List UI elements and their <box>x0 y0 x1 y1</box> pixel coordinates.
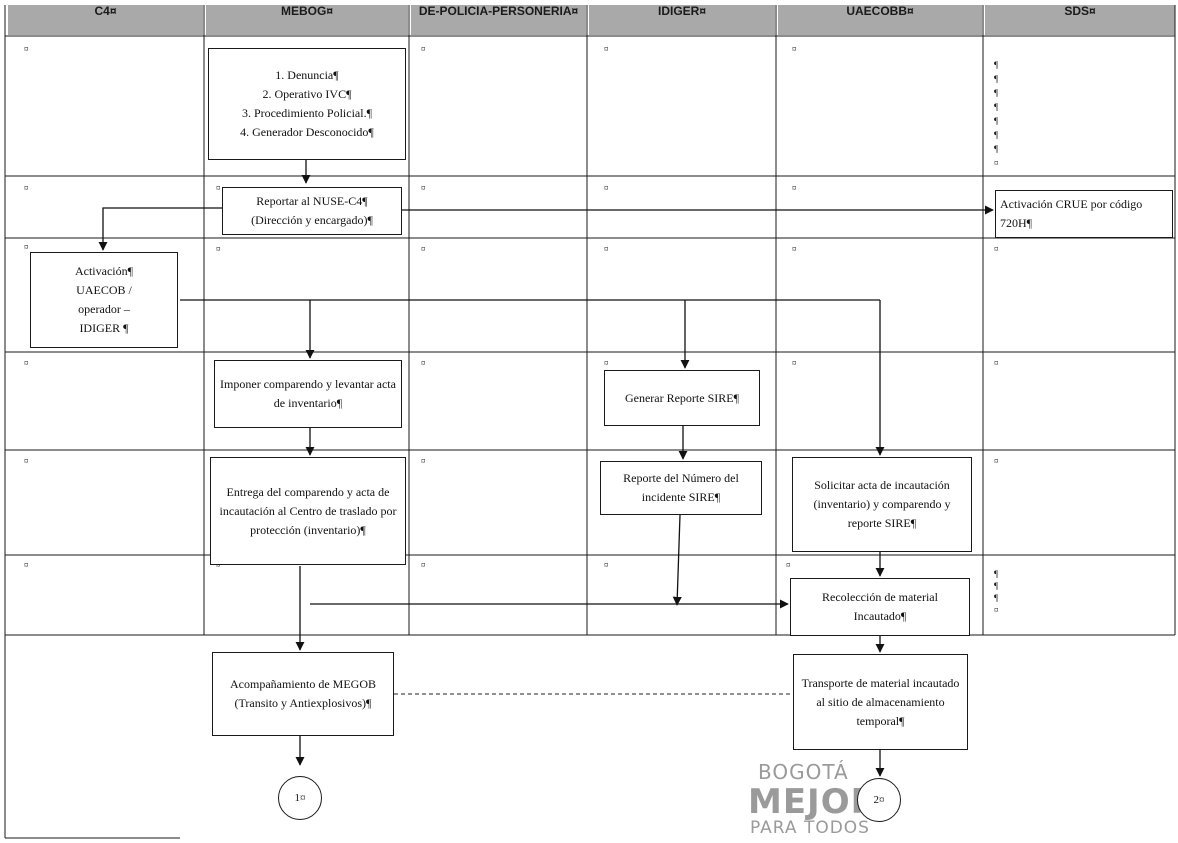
box-activacion-crue: Activación CRUE por código 720H¶ <box>995 190 1173 238</box>
box-entrega-comparendo: Entrega del comparendo y acta de incauta… <box>210 457 406 565</box>
box-recoleccion-material: Recolección de material Incautado¶ <box>790 578 970 636</box>
box-reportar-nuse: Reportar al NUSE-C4¶ (Dirección y encarg… <box>222 187 402 235</box>
cell-mark: ¤ <box>604 244 609 254</box>
connector-2: 2¤ <box>857 778 901 822</box>
lane-header-sds: SDS¤ <box>985 5 1175 35</box>
cell-mark: ¤ <box>792 358 797 368</box>
cell-mark: ¤ <box>216 560 221 570</box>
cell-mark: ¤ <box>792 183 797 193</box>
box-reporte-numero-sire: Reporte del Número del incidente SIRE¶ <box>600 461 762 515</box>
arrow-reporte-down <box>672 514 682 606</box>
cell-mark: ¤ <box>24 456 29 466</box>
pilcrow-mark: ¶¶¶¶¶¶¶¤ <box>994 60 999 168</box>
cell-mark: ¤ <box>994 244 999 254</box>
cell-mark: ¤ <box>421 560 426 570</box>
table-grid <box>4 5 1176 839</box>
box-transporte-material: Transporte de material incautado al siti… <box>793 654 968 750</box>
watermark-bogota: BOGOTÁ <box>758 760 849 784</box>
cell-mark: ¤ <box>604 183 609 193</box>
lane-header-uaecobb: UAECOBB¤ <box>778 5 982 35</box>
box-origen-eventos: 1. Denuncia¶ 2. Operativo IVC¶ 3. Proced… <box>208 48 406 160</box>
cell-mark: ¤ <box>994 456 999 466</box>
cell-mark: ¤ <box>24 358 29 368</box>
cell-mark: ¤ <box>792 44 797 54</box>
box-acompanamiento-megob: Acompañamiento de MEGOB (Transito y Anti… <box>212 652 394 736</box>
connector-1: 1¤ <box>278 776 322 820</box>
cell-mark: ¤ <box>421 44 426 54</box>
cell-mark: ¤ <box>24 560 29 570</box>
box-generar-reporte-sire: Generar Reporte SIRE¶ <box>604 370 760 426</box>
cell-mark: ¤ <box>421 244 426 254</box>
cell-mark: ¤ <box>24 183 29 193</box>
lane-header-idiger: IDIGER¤ <box>589 5 775 35</box>
watermark-mejor: MEJOR <box>748 782 878 822</box>
cell-mark: ¤ <box>421 456 426 466</box>
cell-mark: ¤ <box>24 44 29 54</box>
pilcrow-mark: ¶¶¶¤ <box>994 569 999 615</box>
lane-header-policia-personeria: DE-POLICIA-PERSONERIA¤ <box>411 5 586 35</box>
cell-mark: ¤ <box>421 358 426 368</box>
cell-mark: ¤ <box>216 183 221 193</box>
cell-mark: ¤ <box>604 358 609 368</box>
lane-header-mebog: MEBOG¤ <box>206 5 408 35</box>
cell-mark: ¤ <box>604 44 609 54</box>
cell-mark: ¤ <box>994 358 999 368</box>
box-activacion-uaecob: Activación¶ UAECOB / operador – IDIGER ¶ <box>30 252 178 348</box>
flow-arrows <box>98 159 994 777</box>
box-solicitar-acta: Solicitar acta de incautación (inventari… <box>792 457 972 552</box>
cell-mark: ¤ <box>792 244 797 254</box>
cell-mark: ¤ <box>786 560 791 570</box>
cell-mark: ¤ <box>421 183 426 193</box>
arrow-nuse-to-activacion <box>98 207 222 251</box>
cell-mark: ¤ <box>24 242 29 252</box>
cell-mark: ¤ <box>604 560 609 570</box>
lane-header-c4: C4¤ <box>8 5 203 35</box>
box-imponer-comparendo: Imponer comparendo y levantar acta de in… <box>214 360 402 428</box>
cell-mark: ¤ <box>216 244 221 254</box>
watermark-para-todos: PARA TODOS <box>750 818 870 838</box>
